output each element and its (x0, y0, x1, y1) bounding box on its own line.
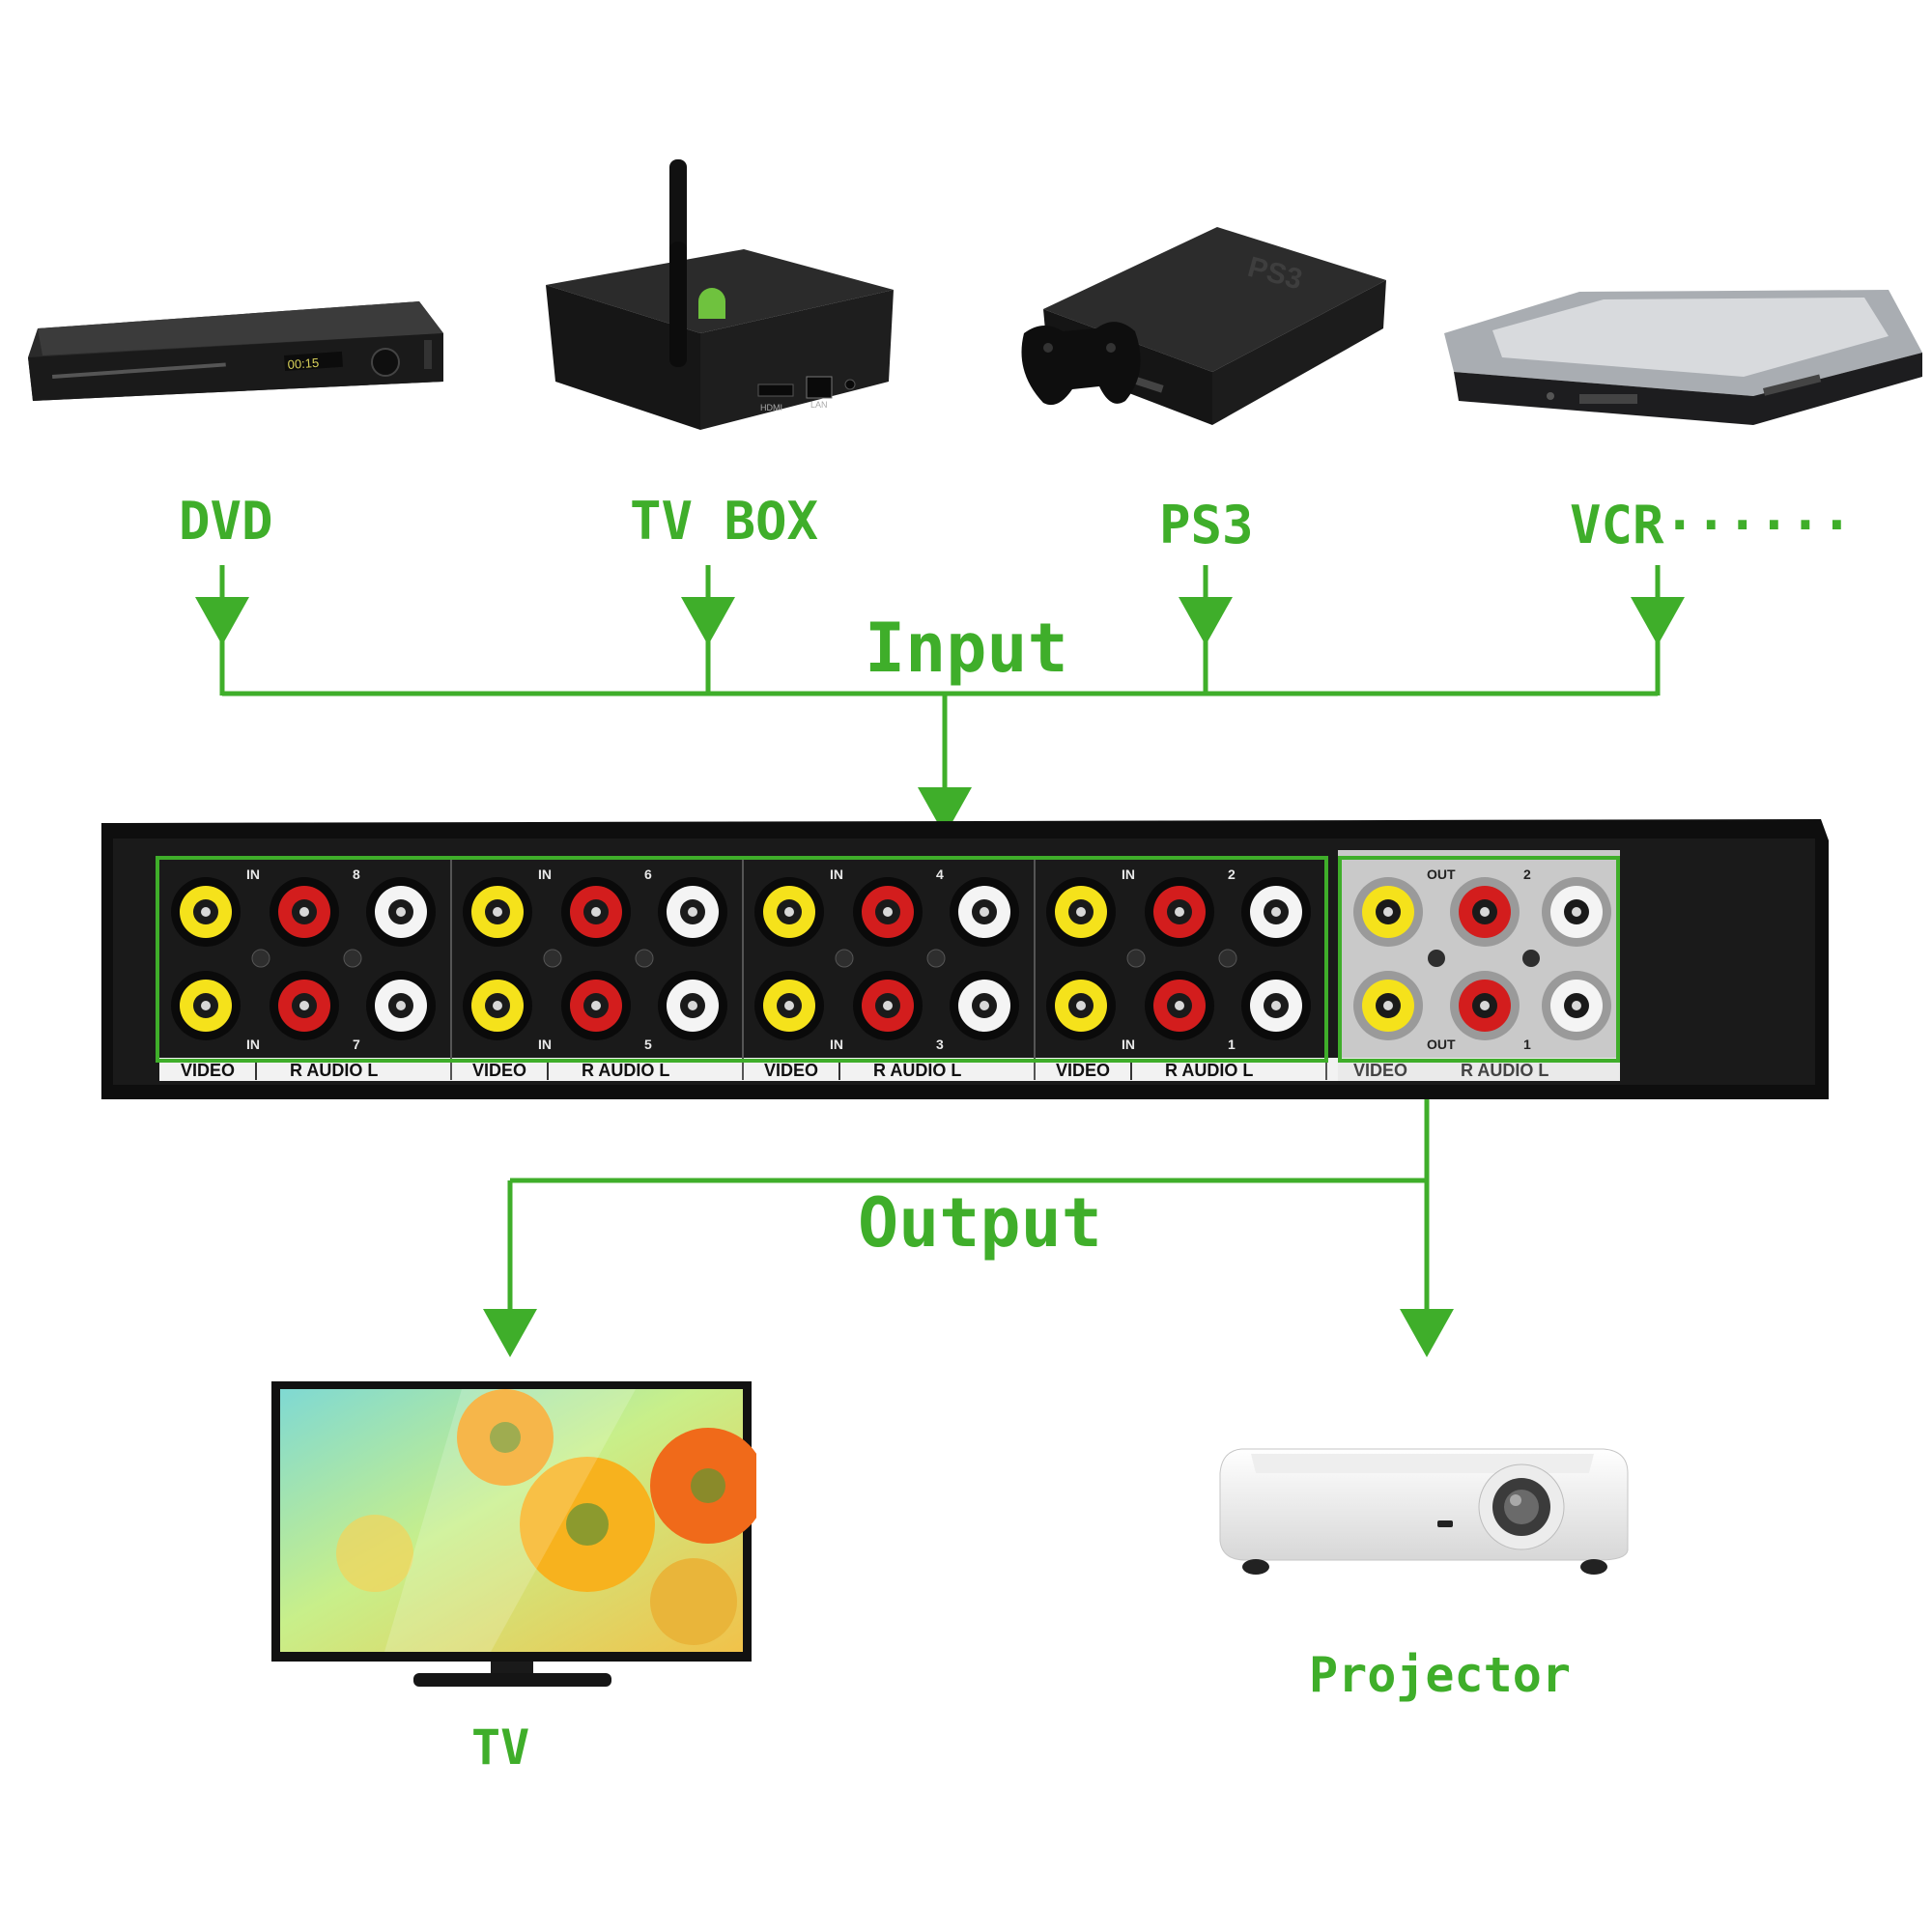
jack-in3-video-pin (784, 1001, 794, 1010)
screw (1428, 950, 1445, 967)
jack-out1-audio-r-pin (1480, 1001, 1490, 1010)
source-label-ps3: PS3 (1159, 495, 1254, 555)
jack-in5-video-pin (493, 1001, 502, 1010)
input-label: Input (865, 609, 1068, 688)
screw (251, 949, 270, 968)
label-channel-1: 1 (1228, 1037, 1236, 1052)
label-channel-6: 6 (644, 867, 652, 882)
label-channel-3: 3 (936, 1037, 944, 1052)
screw (1126, 949, 1146, 968)
jack-out2-video-pin (1383, 907, 1393, 917)
label-in-bottom: IN (246, 1037, 260, 1052)
jack-in7-video-pin (201, 1001, 211, 1010)
jack-in2-audio-r-pin (1175, 907, 1184, 917)
label-in-bottom: IN (538, 1037, 552, 1052)
label-video: VIDEO (181, 1061, 235, 1080)
jack-in6-video-pin (493, 907, 502, 917)
ps3-console-image: PS3 (1021, 227, 1386, 425)
screw (1218, 949, 1237, 968)
label-channel-4: 4 (936, 867, 944, 882)
arrow-tv (483, 1309, 537, 1357)
arrow-vcr (1631, 597, 1685, 645)
label-channel-2: 2 (1228, 867, 1236, 882)
label-in-bottom: IN (830, 1037, 843, 1052)
label-out-video: VIDEO (1353, 1061, 1407, 1080)
screw (1522, 950, 1540, 967)
source-label-vcr: VCR······ (1570, 495, 1853, 555)
label-channel-5: 5 (644, 1037, 652, 1052)
output-label: Output (858, 1183, 1102, 1263)
jack-in4-audio-l-pin (980, 907, 989, 917)
label-in-top: IN (246, 867, 260, 882)
screw (835, 949, 854, 968)
tv-box-image: HDMI LAN (546, 159, 894, 430)
output-jacks-highlight (1338, 856, 1620, 1063)
jack-in2-audio-l-pin (1271, 907, 1281, 917)
arrow-tvbox (681, 597, 735, 645)
jack-in4-audio-r-pin (883, 907, 893, 917)
jack-out1-video-pin (1383, 1001, 1393, 1010)
vcr-image (1444, 290, 1922, 425)
jack-in6-audio-r-pin (591, 907, 601, 917)
jack-in1-audio-l-pin (1271, 1001, 1281, 1010)
jack-out2-audio-l-pin (1572, 907, 1581, 917)
screw (543, 949, 562, 968)
hdmi-port-label: HDMI (760, 403, 782, 412)
screw (635, 949, 654, 968)
jack-in7-audio-l-pin (396, 1001, 406, 1010)
flower-decor (336, 1389, 756, 1645)
label-in-top: IN (1122, 867, 1135, 882)
lan-port-label: LAN (810, 400, 828, 410)
dvd-display-text: 00:15 (287, 355, 320, 372)
jack-in8-audio-l-pin (396, 907, 406, 917)
label-audio: R AUDIO L (582, 1061, 669, 1080)
label-audio: R AUDIO L (290, 1061, 378, 1080)
jack-out1-audio-l-pin (1572, 1001, 1581, 1010)
projector-image (1219, 1448, 1629, 1575)
arrow-ps3 (1179, 597, 1233, 645)
jack-in8-video-pin (201, 907, 211, 917)
jack-in7-audio-r-pin (299, 1001, 309, 1010)
arrow-dvd (195, 597, 249, 645)
jack-in4-video-pin (784, 907, 794, 917)
arrow-switch (918, 787, 972, 836)
jack-in8-audio-r-pin (299, 907, 309, 917)
label-video: VIDEO (1056, 1061, 1110, 1080)
jack-in3-audio-r-pin (883, 1001, 893, 1010)
label-channel-8: 8 (353, 867, 360, 882)
input-jacks-highlight (156, 856, 1328, 1063)
label-out-channel-1: 1 (1523, 1037, 1531, 1052)
jack-in2-video-pin (1076, 907, 1086, 917)
label-channel-7: 7 (353, 1037, 360, 1052)
source-label-tvbox: TV BOX (630, 491, 819, 552)
label-out-bottom: OUT (1427, 1037, 1456, 1052)
label-video: VIDEO (764, 1061, 818, 1080)
output-label-tv: TV (471, 1719, 530, 1776)
jack-in1-video-pin (1076, 1001, 1086, 1010)
label-audio: R AUDIO L (873, 1061, 961, 1080)
dvd-player-image: 00:15 (28, 301, 443, 401)
screw (926, 949, 946, 968)
label-out-top: OUT (1427, 867, 1456, 882)
label-in-top: IN (538, 867, 552, 882)
jack-in1-audio-r-pin (1175, 1001, 1184, 1010)
jack-in6-audio-l-pin (688, 907, 697, 917)
jack-out2-audio-r-pin (1480, 907, 1490, 917)
label-audio: R AUDIO L (1165, 1061, 1253, 1080)
label-video: VIDEO (472, 1061, 526, 1080)
tv-image (271, 1381, 756, 1687)
output-label-projector: Projector (1309, 1647, 1571, 1703)
jack-in5-audio-r-pin (591, 1001, 601, 1010)
label-out-audio: R AUDIO L (1461, 1061, 1548, 1080)
arrow-projector (1400, 1309, 1454, 1357)
jack-in3-audio-l-pin (980, 1001, 989, 1010)
screw (343, 949, 362, 968)
label-in-top: IN (830, 867, 843, 882)
label-out-channel-2: 2 (1523, 867, 1531, 882)
jack-in5-audio-l-pin (688, 1001, 697, 1010)
source-label-dvd: DVD (179, 491, 273, 552)
label-in-bottom: IN (1122, 1037, 1135, 1052)
